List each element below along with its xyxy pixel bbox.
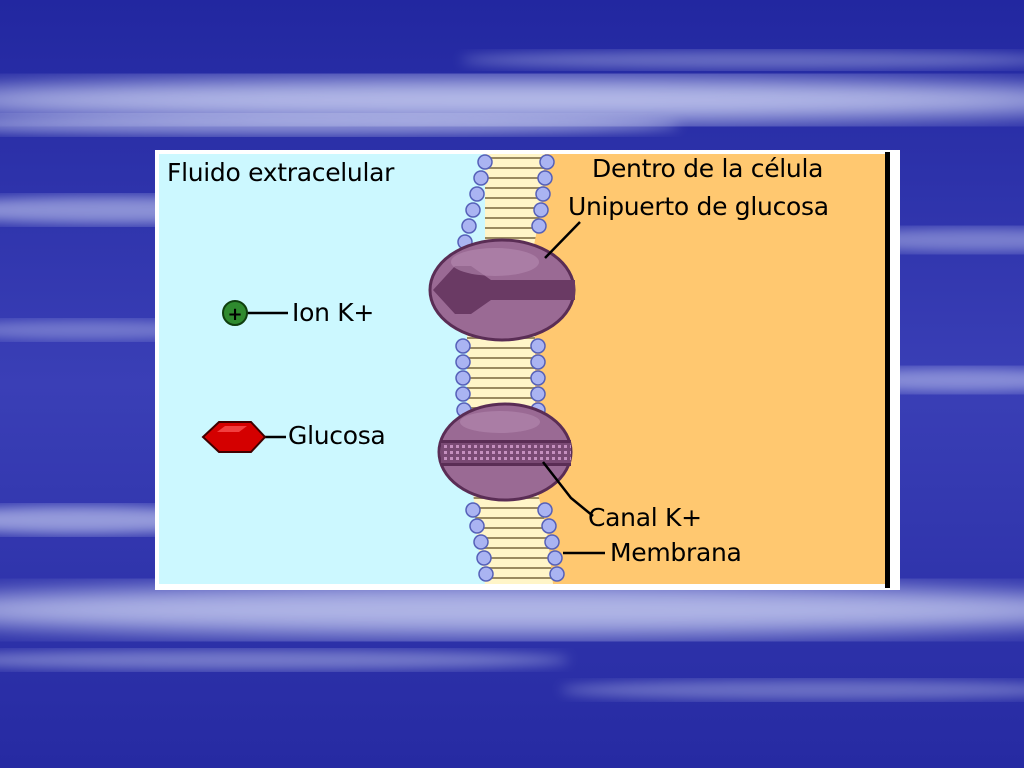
potassium-ion-label: Ion K+ [292, 298, 375, 327]
intracellular-label: Dentro de la célula [592, 154, 824, 183]
lipid-bilayer [455, 154, 565, 584]
glucose-icon [201, 421, 267, 453]
extracellular-region [159, 154, 499, 584]
glucose-uniporter-protein [428, 238, 576, 342]
extracellular-label: Fluido extracelular [167, 158, 395, 187]
diagram-graphics: + [155, 150, 900, 590]
frame-edge [885, 152, 890, 588]
potassium-ion-icon: + [222, 300, 248, 326]
membrane-label: Membrana [610, 538, 742, 567]
uniporter-label: Unipuerto de glucosa [568, 192, 829, 221]
glucose-label: Glucosa [288, 421, 386, 450]
leader-lines [245, 221, 605, 555]
potassium-channel-protein [437, 402, 573, 502]
k-channel-label: Canal K+ [588, 503, 702, 532]
membrane-transport-diagram: + Fluido extracelular Dentro de la célul… [155, 150, 900, 590]
svg-text:+: + [227, 304, 242, 325]
